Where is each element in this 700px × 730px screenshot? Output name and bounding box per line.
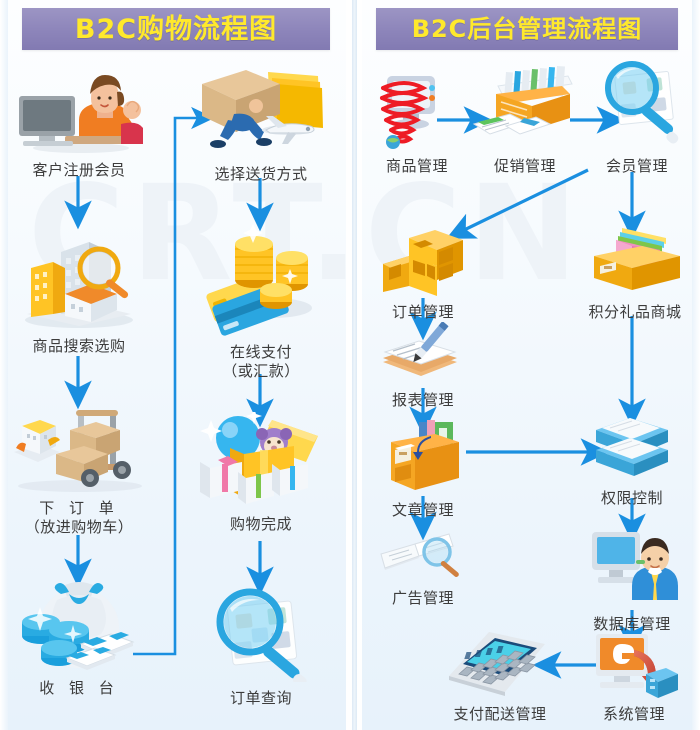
title-text-admin: B2C后台管理流程图 — [411, 15, 643, 43]
openbook-magnifier-icon — [375, 520, 471, 586]
node-product-label: 商品管理 — [385, 157, 448, 175]
drawer-folders-icon — [582, 226, 688, 300]
left-page-edge — [0, 0, 8, 730]
node-ads[interactable]: 广告管理 — [373, 520, 473, 608]
node-paydelivery[interactable]: 支付配送管理 — [440, 626, 560, 724]
node-promo[interactable]: 促销管理 — [470, 62, 580, 176]
courier-plane-icon — [194, 62, 328, 162]
node-order-sublabel: （放进购物车） — [24, 518, 134, 537]
node-register-label: 客户注册会员 — [32, 161, 126, 179]
node-cashier[interactable]: 收 银 台 — [10, 580, 148, 698]
node-points[interactable]: 积分礼品商城 — [578, 226, 692, 322]
node-payment[interactable]: 在线支付 （或汇款） — [192, 224, 330, 381]
books-stack-icon — [584, 408, 680, 486]
node-payment-label: 在线支付 — [229, 343, 292, 361]
node-shipping[interactable]: 选择送货方式 — [192, 62, 330, 184]
node-done[interactable]: 购物完成 — [192, 408, 330, 534]
node-member[interactable]: 会员管理 — [582, 60, 692, 176]
node-report-label: 报表管理 — [391, 391, 454, 409]
pc-admin-icon — [582, 524, 682, 612]
node-points-label: 积分礼品商城 — [588, 303, 682, 321]
node-register[interactable]: 客户注册会员 — [10, 62, 148, 180]
woman-at-computer-icon — [13, 62, 145, 158]
money-coins-icon — [13, 580, 145, 676]
node-article[interactable]: 文章管理 — [373, 418, 473, 520]
magnifier-documents-icon — [194, 588, 328, 688]
node-orders-label: 订单管理 — [391, 303, 454, 321]
calculator-icon — [445, 626, 555, 702]
shelf-cubes-icon — [375, 230, 471, 300]
node-search[interactable]: 商品搜索选购 — [10, 222, 148, 356]
node-product[interactable]: 商品管理 — [362, 66, 472, 176]
node-query[interactable]: 订单查询 — [192, 588, 330, 708]
node-auth[interactable]: 权限控制 — [582, 408, 682, 508]
node-database[interactable]: 数据库管理 — [574, 524, 690, 634]
node-search-label: 商品搜索选购 — [32, 337, 126, 355]
report-pen-icon — [375, 321, 471, 388]
node-paydelivery-label: 支付配送管理 — [453, 705, 547, 723]
title-banner-admin: B2C后台管理流程图 — [376, 8, 678, 50]
node-orders[interactable]: 订单管理 — [373, 230, 473, 322]
coins-creditcards-icon — [194, 224, 328, 340]
node-shipping-label: 选择送货方式 — [214, 165, 308, 183]
title-text-shopping: B2C购物流程图 — [74, 13, 278, 45]
node-article-label: 文章管理 — [391, 501, 454, 519]
filebox-papers-icon — [472, 62, 578, 154]
cabinet-books-icon — [375, 418, 471, 498]
node-system-label: 系统管理 — [602, 705, 665, 723]
panel-divider — [352, 0, 357, 730]
boxes-handtruck-icon — [8, 404, 150, 496]
node-order-label: 下 订 单 — [39, 499, 119, 517]
node-payment-sublabel: （或汇款） — [222, 362, 300, 381]
node-query-label: 订单查询 — [229, 689, 292, 707]
node-order[interactable]: 下 订 单 （放进购物车） — [6, 404, 152, 537]
node-cashier-label: 收 银 台 — [39, 679, 119, 697]
monitor-spiral-icon — [369, 66, 465, 154]
node-report[interactable]: 报表管理 — [373, 321, 473, 410]
right-page-edge — [692, 0, 700, 730]
node-ads-label: 广告管理 — [391, 589, 454, 607]
giftbox-toy-icon — [194, 408, 328, 512]
node-system[interactable]: 系统管理 — [584, 632, 684, 724]
node-auth-label: 权限控制 — [600, 489, 663, 507]
node-database-label: 数据库管理 — [593, 615, 671, 633]
magnifier-photos-icon — [587, 60, 687, 154]
buildings-magnifier-icon — [13, 222, 145, 334]
node-promo-label: 促销管理 — [493, 157, 556, 175]
node-member-label: 会员管理 — [605, 157, 668, 175]
monitor-arrow-server-icon — [588, 632, 680, 702]
title-banner-shopping: B2C购物流程图 — [22, 8, 330, 50]
node-done-label: 购物完成 — [229, 515, 292, 533]
